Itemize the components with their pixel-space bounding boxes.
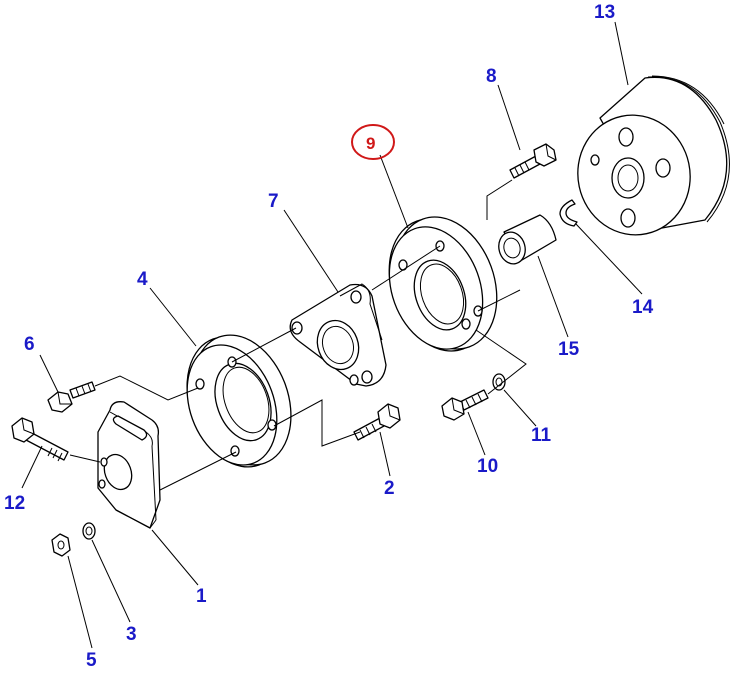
callout-8[interactable]: 8	[486, 66, 497, 87]
callout-14[interactable]: 14	[632, 297, 654, 318]
callout-1[interactable]: 1	[196, 586, 207, 607]
callout-10[interactable]: 10	[477, 456, 498, 477]
callout-3[interactable]: 3	[126, 624, 137, 645]
callout-12[interactable]: 12	[4, 493, 25, 514]
callout-15[interactable]: 15	[558, 339, 580, 360]
part-3-washer[interactable]	[82, 522, 96, 540]
part-9-plate[interactable]	[372, 203, 515, 366]
part-8-bolt[interactable]	[509, 143, 557, 179]
part-13-pulley[interactable]	[567, 75, 730, 245]
part-6-bolt[interactable]	[47, 381, 96, 413]
part-14-snap-ring[interactable]	[559, 199, 578, 227]
part-2-bolt[interactable]	[353, 403, 401, 441]
callout-4[interactable]: 4	[137, 269, 148, 290]
callout-6[interactable]: 6	[24, 334, 35, 355]
callout-2[interactable]: 2	[384, 478, 395, 499]
highlight-circle	[351, 124, 395, 160]
leader-lines	[21, 21, 643, 649]
callout-5[interactable]: 5	[86, 650, 97, 671]
part-10-bolt[interactable]	[441, 389, 489, 421]
callout-13[interactable]: 13	[594, 2, 615, 23]
callout-9[interactable]: 9	[366, 134, 375, 153]
part-1-bracket[interactable]	[97, 401, 161, 529]
part-15-spacer[interactable]	[495, 214, 557, 267]
part-5-nut[interactable]	[51, 533, 71, 557]
part-4-plate[interactable]	[170, 321, 308, 480]
callout-7[interactable]: 7	[268, 191, 279, 212]
callout-labels: 13 8 9 7 4 6 12 2 10 11 14 15 1 3 5	[4, 2, 654, 671]
part-11-washer[interactable]	[492, 373, 506, 391]
part-12-bolt[interactable]	[11, 417, 69, 462]
callout-11[interactable]: 11	[531, 425, 552, 446]
part-7-flange[interactable]	[289, 283, 387, 387]
